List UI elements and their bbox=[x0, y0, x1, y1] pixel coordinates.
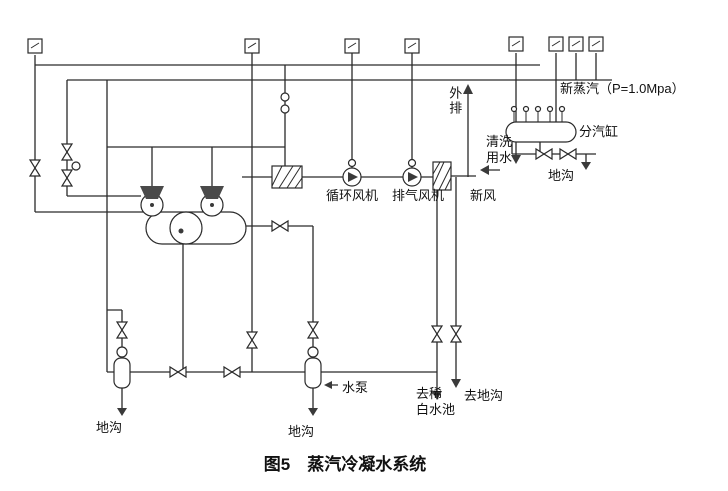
circulation-fan-icon bbox=[342, 158, 362, 187]
steam-header-symbol bbox=[505, 105, 577, 143]
steam-joint-right bbox=[200, 186, 224, 199]
label-exhaust-fan: 排气风机 bbox=[392, 188, 445, 203]
instrument-bubbles bbox=[280, 92, 290, 114]
label-cleaning-water: 清洗 用水 bbox=[486, 134, 513, 166]
flow-arrows bbox=[117, 84, 591, 416]
label-trench-right: 地沟 bbox=[548, 168, 575, 183]
label-outer-exhaust: 外排 bbox=[447, 86, 463, 116]
figure-caption: 图5 蒸汽冷凝水系统 bbox=[263, 455, 427, 474]
label-steam-header: 分汽缸 bbox=[579, 124, 619, 139]
heat-exchanger-block-b bbox=[432, 161, 452, 191]
heat-exchanger-block-a bbox=[271, 165, 303, 189]
label-circulation-fan: 循环风机 bbox=[326, 188, 379, 203]
instrument-icons bbox=[27, 36, 604, 54]
label-fresh-air: 新风 bbox=[470, 188, 497, 203]
label-trench-middle: 地沟 bbox=[288, 424, 315, 439]
label-to-trench: 去地沟 bbox=[464, 388, 504, 403]
valve-icons bbox=[29, 143, 577, 378]
label-to-dilute-white-water-pool: 去稀 白水池 bbox=[416, 386, 456, 418]
steam-joint-left bbox=[140, 186, 164, 199]
label-water-pump: 水泵 bbox=[342, 380, 369, 395]
condensate-pump-right bbox=[304, 346, 322, 389]
label-new-steam: 新蒸汽（P=1.0Mpa） bbox=[560, 81, 685, 96]
condensate-pump-left bbox=[113, 346, 131, 389]
label-trench-left: 地沟 bbox=[96, 420, 123, 435]
dryer-vessel-symbol bbox=[140, 186, 247, 245]
exhaust-fan-icon bbox=[402, 158, 422, 187]
